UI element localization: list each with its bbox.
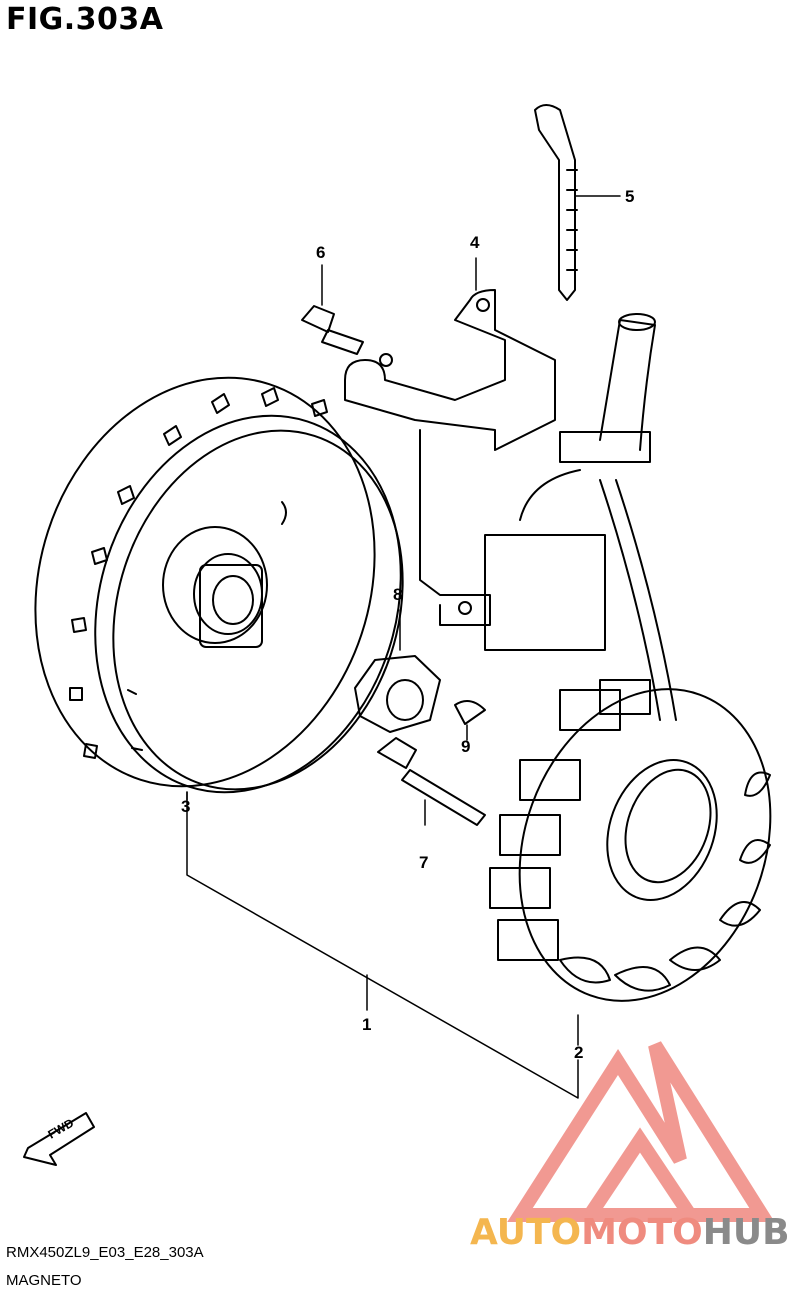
callout-9: 9 — [461, 737, 470, 756]
cable-tie-part — [534, 104, 578, 301]
watermark-wordmark: AUTOMOTOHUB — [470, 1212, 790, 1253]
bolt-6-part — [301, 305, 364, 355]
watermark-moto: MOTO — [581, 1212, 703, 1253]
callout-6: 6 — [316, 243, 325, 262]
callout-7: 7 — [419, 853, 428, 872]
figure-code: RMX450ZL9_E03_E28_303A — [6, 1244, 204, 1261]
fwd-arrow-icon — [23, 1112, 95, 1166]
automotohub-logo-icon — [507, 1041, 775, 1222]
watermark-hub: HUB — [702, 1212, 790, 1253]
stator-part — [489, 679, 772, 1002]
bracket-part — [344, 289, 556, 626]
wiring-harness — [484, 313, 677, 721]
callout-3: 3 — [181, 797, 190, 816]
callout-1: 1 — [362, 1015, 371, 1034]
leader-lines — [186, 195, 621, 1099]
figure-name: MAGNETO — [6, 1272, 82, 1289]
key-part — [454, 700, 486, 725]
callout-5: 5 — [625, 187, 634, 206]
callout-2: 2 — [574, 1043, 583, 1062]
figure-title: FIG.303A — [6, 2, 164, 37]
callout-8: 8 — [393, 585, 402, 604]
bolt-7-part — [377, 737, 486, 826]
rotor-part — [34, 376, 404, 794]
watermark-auto: AUTO — [470, 1212, 582, 1253]
nut-part — [354, 655, 441, 733]
callout-4: 4 — [470, 233, 480, 252]
